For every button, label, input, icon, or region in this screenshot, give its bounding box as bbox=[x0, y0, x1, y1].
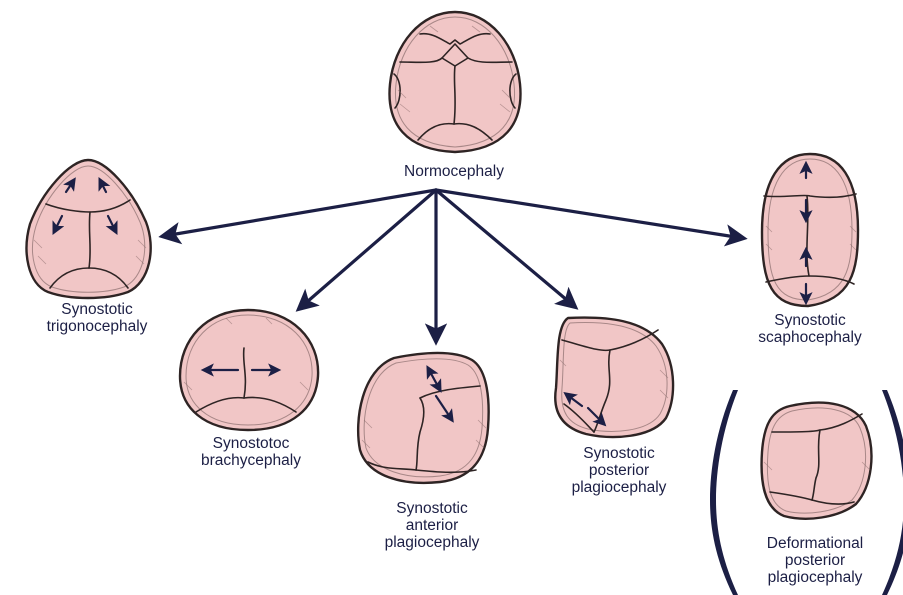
label-line: Deformational bbox=[767, 535, 864, 552]
label-posterior-plagiocephaly: Synostotic posterior plagiocephaly bbox=[572, 445, 667, 496]
label-scaphocephaly: Synostotic scaphocephaly bbox=[758, 312, 861, 346]
arrow-to-trigonocephaly bbox=[164, 190, 436, 236]
label-line: scaphocephaly bbox=[758, 329, 861, 346]
label-normocephaly: Normocephaly bbox=[404, 163, 504, 180]
label-line: Normocephaly bbox=[404, 163, 504, 180]
skull-normocephaly bbox=[390, 12, 521, 152]
skull-brachycephaly bbox=[180, 310, 318, 430]
label-line: Synostotic bbox=[572, 445, 667, 462]
arrow-to-scaphocephaly bbox=[436, 190, 742, 238]
label-line: plagiocephaly bbox=[767, 569, 864, 586]
label-brachycephaly: Synostotoc brachycephaly bbox=[201, 435, 301, 469]
label-trigonocephaly: Synostotic trigonocephaly bbox=[47, 301, 148, 335]
skull-posterior-plagiocephaly bbox=[555, 318, 673, 437]
arrow-to-brachycephaly bbox=[300, 190, 436, 308]
label-line: plagiocephaly bbox=[572, 479, 667, 496]
label-line: plagiocephaly bbox=[385, 534, 480, 551]
label-line: brachycephaly bbox=[201, 452, 301, 469]
right-bracket bbox=[882, 390, 903, 595]
left-bracket bbox=[710, 390, 738, 595]
skull-deformational-posterior-plagiocephaly bbox=[762, 403, 872, 519]
label-line: posterior bbox=[572, 462, 667, 479]
label-line: Synostotic bbox=[385, 500, 480, 517]
skull-anterior-plagiocephaly bbox=[358, 353, 488, 483]
label-line: anterior bbox=[385, 517, 480, 534]
label-anterior-plagiocephaly: Synostotic anterior plagiocephaly bbox=[385, 500, 480, 551]
label-deformational-posterior-plagiocephaly: Deformational posterior plagiocephaly bbox=[767, 535, 864, 586]
label-line: Synostotoc bbox=[201, 435, 301, 452]
label-line: trigonocephaly bbox=[47, 318, 148, 335]
label-line: Synostotic bbox=[47, 301, 148, 318]
skull-scaphocephaly bbox=[762, 154, 858, 306]
label-line: posterior bbox=[767, 552, 864, 569]
label-line: Synostotic bbox=[758, 312, 861, 329]
skull-trigonocephaly bbox=[27, 160, 151, 298]
